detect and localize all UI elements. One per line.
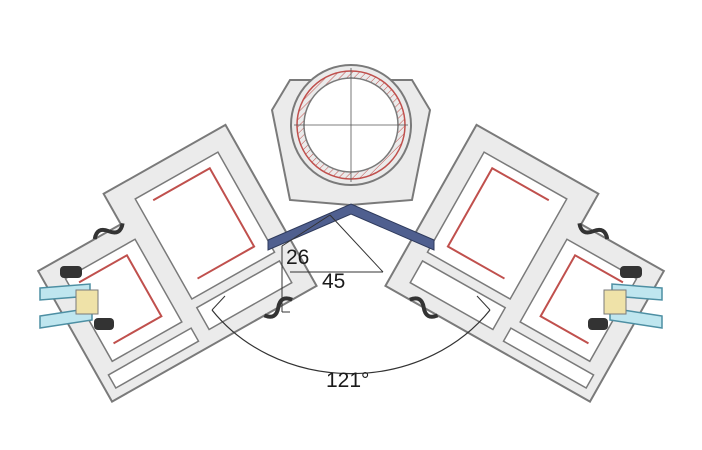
right-reinforcement-frame <box>446 166 550 280</box>
left-glazing-gasket-top <box>60 266 82 278</box>
angle-arc <box>211 309 491 375</box>
right-reinforcement-sash <box>539 253 624 345</box>
left-gasket-outer <box>92 222 125 240</box>
right-chamber-small <box>409 259 507 331</box>
right-glazing-gasket-top <box>620 266 642 278</box>
angle-leg-right <box>476 295 491 311</box>
corner-cover-cap <box>267 203 435 251</box>
right-glazing <box>588 266 663 330</box>
left-chamber-small <box>195 259 293 331</box>
left-glazing <box>39 266 114 330</box>
right-gasket-outer <box>577 222 610 240</box>
left-reinforcement-frame <box>152 166 256 280</box>
right-chamber-front <box>502 327 595 390</box>
dimension-45-label: 45 <box>322 270 345 293</box>
right-glass-spacer <box>603 289 627 315</box>
left-reinforcement-sash <box>78 253 163 345</box>
angle-label: 121° <box>326 369 369 392</box>
corner-connector <box>270 64 432 207</box>
left-profile-shell <box>36 123 318 403</box>
left-frame-profile <box>36 123 318 403</box>
right-chamber-main <box>426 151 568 301</box>
right-glazing-gasket-bottom <box>588 318 608 330</box>
left-glazing-gasket-bottom <box>94 318 114 330</box>
dimension-lines <box>281 214 384 313</box>
left-glass-spacer <box>75 289 99 315</box>
right-profile-shell <box>384 123 666 403</box>
angle-leg-left <box>211 295 226 311</box>
dimension-26-label: 26 <box>286 246 309 269</box>
left-chamber-front <box>107 327 200 390</box>
left-chamber-main <box>134 151 276 301</box>
right-gasket-inner <box>409 296 439 319</box>
right-frame-profile <box>384 123 666 403</box>
left-gasket-inner <box>263 296 293 319</box>
